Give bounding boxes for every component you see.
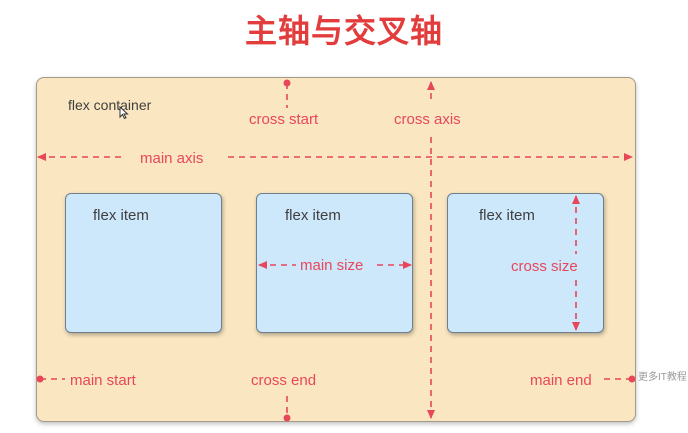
cross-end-dot: [283, 414, 291, 422]
flex-item-2-label: flex item: [285, 207, 341, 224]
cross-start-label: cross start: [249, 111, 319, 128]
main-start-dot: [36, 375, 44, 383]
watermark-text: 更多IT教程: [638, 372, 687, 383]
main-axis-label: main axis: [140, 150, 204, 167]
mouse-pointer-icon: [119, 106, 129, 120]
diagram-title: 主轴与交叉轴: [244, 12, 443, 50]
main-start-label: main start: [70, 372, 136, 389]
cross-start-dot: [283, 79, 291, 87]
cross-axis-label: cross axis: [394, 111, 461, 128]
flex-item-1-label: flex item: [93, 207, 149, 224]
main-end-label: main end: [530, 372, 592, 389]
cross-end-label: cross end: [251, 372, 317, 389]
flex-item-1: [65, 193, 222, 333]
cross-size-label: cross size: [508, 258, 581, 275]
flex-container-label: flex container: [68, 97, 152, 113]
flex-item-3-label: flex item: [479, 207, 535, 224]
main-end-dot: [628, 375, 636, 383]
main-size-label: main size: [297, 257, 367, 274]
